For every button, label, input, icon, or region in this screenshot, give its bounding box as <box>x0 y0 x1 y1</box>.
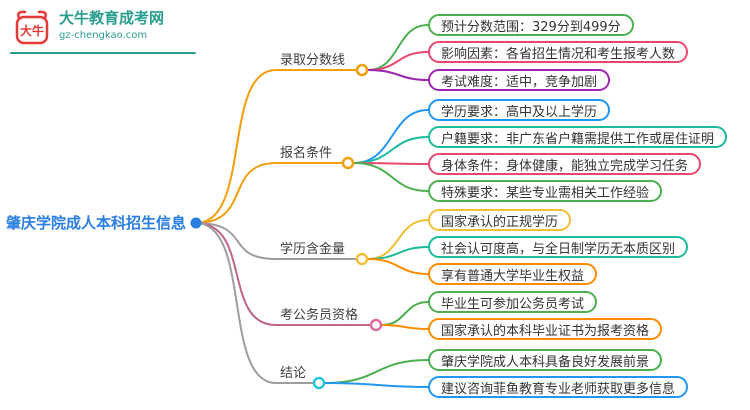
branch-node-2[interactable]: 报名条件 <box>280 146 333 161</box>
root-node[interactable]: 肇庆学院成人本科招生信息 <box>6 214 187 232</box>
connector-branch2-leaf2 <box>353 136 429 164</box>
daniu-bull-logo-icon: 大牛 <box>12 9 52 53</box>
site-logo-text: 大牛教育成考网 gz-chengkao.com <box>59 9 164 41</box>
leaf-node-5-2[interactable]: 建议咨询菲鱼教育专业老师获取更多信息 <box>428 376 689 398</box>
leaf-node-1-2[interactable]: 影响因素：各省招生情况和考生报考人数 <box>428 41 689 63</box>
branch-node-4[interactable]: 考公务员资格 <box>280 308 359 323</box>
connector-branch4-leaf1 <box>381 301 429 326</box>
connector-branch3-leaf2 <box>367 246 429 260</box>
leaf-node-3-1[interactable]: 国家承认的正规学历 <box>428 209 572 231</box>
leaf-node-2-3[interactable]: 身体条件：身体健康，能独立完成学习任务 <box>428 153 702 175</box>
connector-branch5-leaf2 <box>324 382 429 388</box>
branch3-handle <box>355 252 369 266</box>
branch4-handle <box>369 318 383 332</box>
root-handle <box>190 217 202 229</box>
leaf-node-4-2[interactable]: 国家承认的本科毕业证书为报考资格 <box>428 318 663 340</box>
connector-branch4-leaf2 <box>381 324 429 330</box>
connector-branch2-leaf4 <box>353 162 429 192</box>
connector-branch2-leaf3 <box>353 162 429 165</box>
connector-branch3-leaf3 <box>367 258 429 275</box>
svg-text:大牛: 大牛 <box>20 23 44 38</box>
site-name: 大牛教育成考网 <box>59 9 165 27</box>
leaf-node-3-3[interactable]: 享有普通大学毕业生权益 <box>428 263 598 285</box>
branch1-handle <box>355 63 369 77</box>
connector-root-branch-2 <box>195 162 344 224</box>
connector-branch2-leaf1 <box>353 109 429 164</box>
leaf-node-2-2[interactable]: 户籍要求：非广东省户籍需提供工作或居住证明 <box>428 126 728 148</box>
leaf-node-2-4[interactable]: 特殊要求：某些专业需相关工作经验 <box>428 180 663 202</box>
branch-node-3[interactable]: 学历含金量 <box>280 242 346 257</box>
connector-root-branch-1 <box>195 69 358 224</box>
branch-node-1[interactable]: 录取分数线 <box>280 53 346 68</box>
connector-branch1-leaf1 <box>367 24 429 71</box>
connector-branch1-leaf3 <box>367 69 429 81</box>
brand-divider <box>10 52 196 54</box>
leaf-node-1-3[interactable]: 考试难度：适中，竞争加剧 <box>428 69 611 91</box>
leaf-node-4-1[interactable]: 毕业生可参加公务员考试 <box>428 291 598 313</box>
connector-branch1-leaf2 <box>367 51 429 71</box>
site-logo[interactable]: 大牛 大牛教育成考网 gz-chengkao.com <box>12 9 164 53</box>
leaf-node-1-1[interactable]: 预计分数范围：329分到499分 <box>428 14 634 36</box>
connector-branch3-leaf1 <box>367 219 429 260</box>
site-url: gz-chengkao.com <box>59 29 148 41</box>
branch-node-5[interactable]: 结论 <box>280 366 307 381</box>
connector-branch5-leaf1 <box>324 359 429 384</box>
leaf-node-2-1[interactable]: 学历要求：高中及以上学历 <box>428 99 611 121</box>
branch5-handle <box>312 376 326 390</box>
leaf-node-3-2[interactable]: 社会认可度高，与全日制学历无本质区别 <box>428 236 689 258</box>
branch2-handle <box>341 156 355 170</box>
leaf-node-5-1[interactable]: 肇庆学院成人本科具备良好发展前景 <box>428 349 663 371</box>
